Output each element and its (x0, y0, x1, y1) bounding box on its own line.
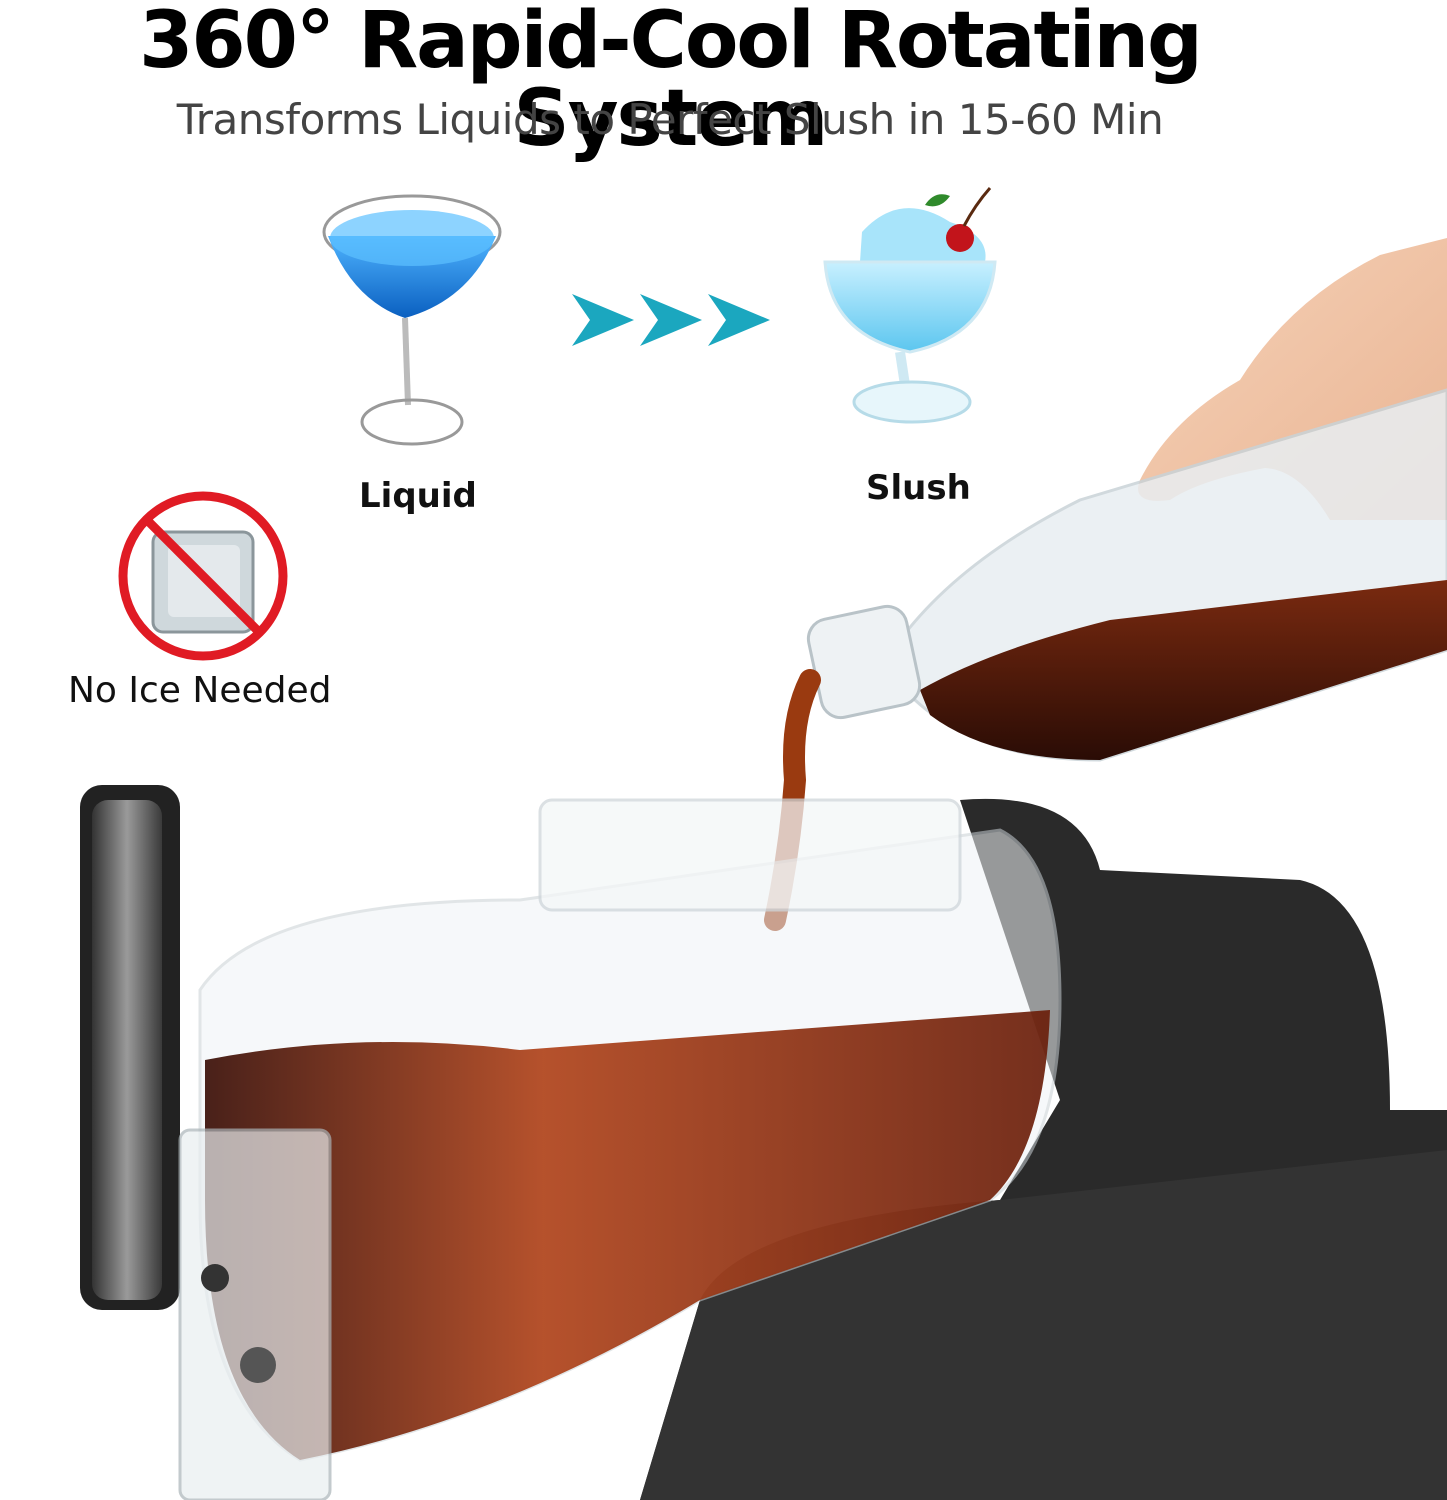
page-subtitle: Transforms Liquids to Perfect Slush in 1… (176, 95, 1164, 144)
arrow-icons (572, 294, 770, 346)
slush-cup-icon (823, 187, 997, 424)
no-ice-label: No Ice Needed (68, 670, 332, 711)
slush-label: Slush (866, 468, 971, 508)
no-ice-icon (118, 491, 288, 661)
liquid-glass-icon (322, 194, 502, 446)
cola-bottle-illustration (764, 388, 1447, 931)
page-title: 360° Rapid-Cool Rotating System (139, 0, 1203, 164)
liquid-label: Liquid (359, 476, 477, 516)
slush-machine-illustration (80, 785, 1447, 1500)
